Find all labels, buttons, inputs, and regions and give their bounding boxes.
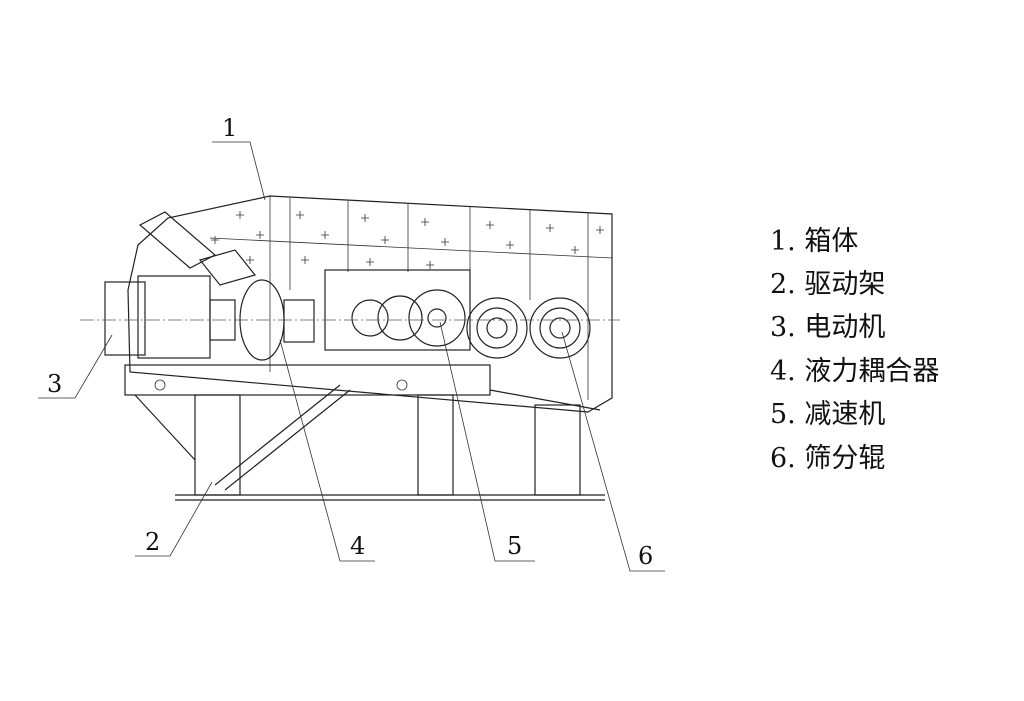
callout-4: 4	[279, 339, 375, 562]
legend-item: 6. 筛分辊	[770, 443, 885, 474]
svg-text:6: 6	[638, 542, 653, 570]
svg-text:5: 5	[507, 532, 522, 560]
panel-cross-mark	[301, 256, 309, 264]
callout-3: 3	[38, 334, 113, 399]
panel-cross-mark	[361, 214, 369, 222]
panel-cross-mark	[596, 226, 604, 234]
panel-cross-mark	[256, 231, 264, 239]
panel-cross-mark	[296, 211, 304, 219]
panel-cross-mark	[426, 261, 434, 269]
screening-rollers	[466, 297, 591, 359]
callout-2: 2	[135, 481, 213, 557]
legend: 1. 箱体 2. 驱动架 3. 电动机 4. 液力耦合器 5. 减速机 6. 筛…	[770, 226, 939, 474]
panel-cross-mark	[441, 238, 449, 246]
panel-cross-mark	[211, 236, 219, 244]
panel-cross-mark	[381, 236, 389, 244]
box-body	[127, 195, 613, 413]
svg-text:1: 1	[222, 114, 237, 142]
reducer	[324, 269, 471, 351]
svg-text:4: 4	[350, 532, 365, 560]
panel-cross-mark	[506, 241, 514, 249]
panel-cross-mark	[246, 256, 254, 264]
svg-text:2: 2	[145, 528, 160, 556]
callout-5: 5	[439, 321, 535, 562]
legend-item: 5. 减速机	[770, 399, 885, 430]
panel-cross-mark	[236, 211, 244, 219]
panel-cross-mark	[366, 258, 374, 266]
legend-item: 4. 液力耦合器	[770, 356, 939, 387]
panel-cross-mark	[421, 218, 429, 226]
svg-text:3: 3	[47, 370, 62, 398]
callout-6: 6	[561, 331, 665, 572]
panel-cross-mark	[486, 221, 494, 229]
panel-cross-mark	[546, 224, 554, 232]
drive-frame	[124, 364, 605, 501]
legend-item: 3. 电动机	[770, 312, 885, 343]
panel-cross-mark	[321, 231, 329, 239]
panel-cross-mark	[571, 246, 579, 254]
motor	[104, 275, 236, 359]
legend-item: 2. 驱动架	[770, 269, 885, 300]
legend-item: 1. 箱体	[770, 226, 858, 257]
callout-1: 1	[212, 114, 266, 201]
inlet-chute	[138, 211, 257, 286]
